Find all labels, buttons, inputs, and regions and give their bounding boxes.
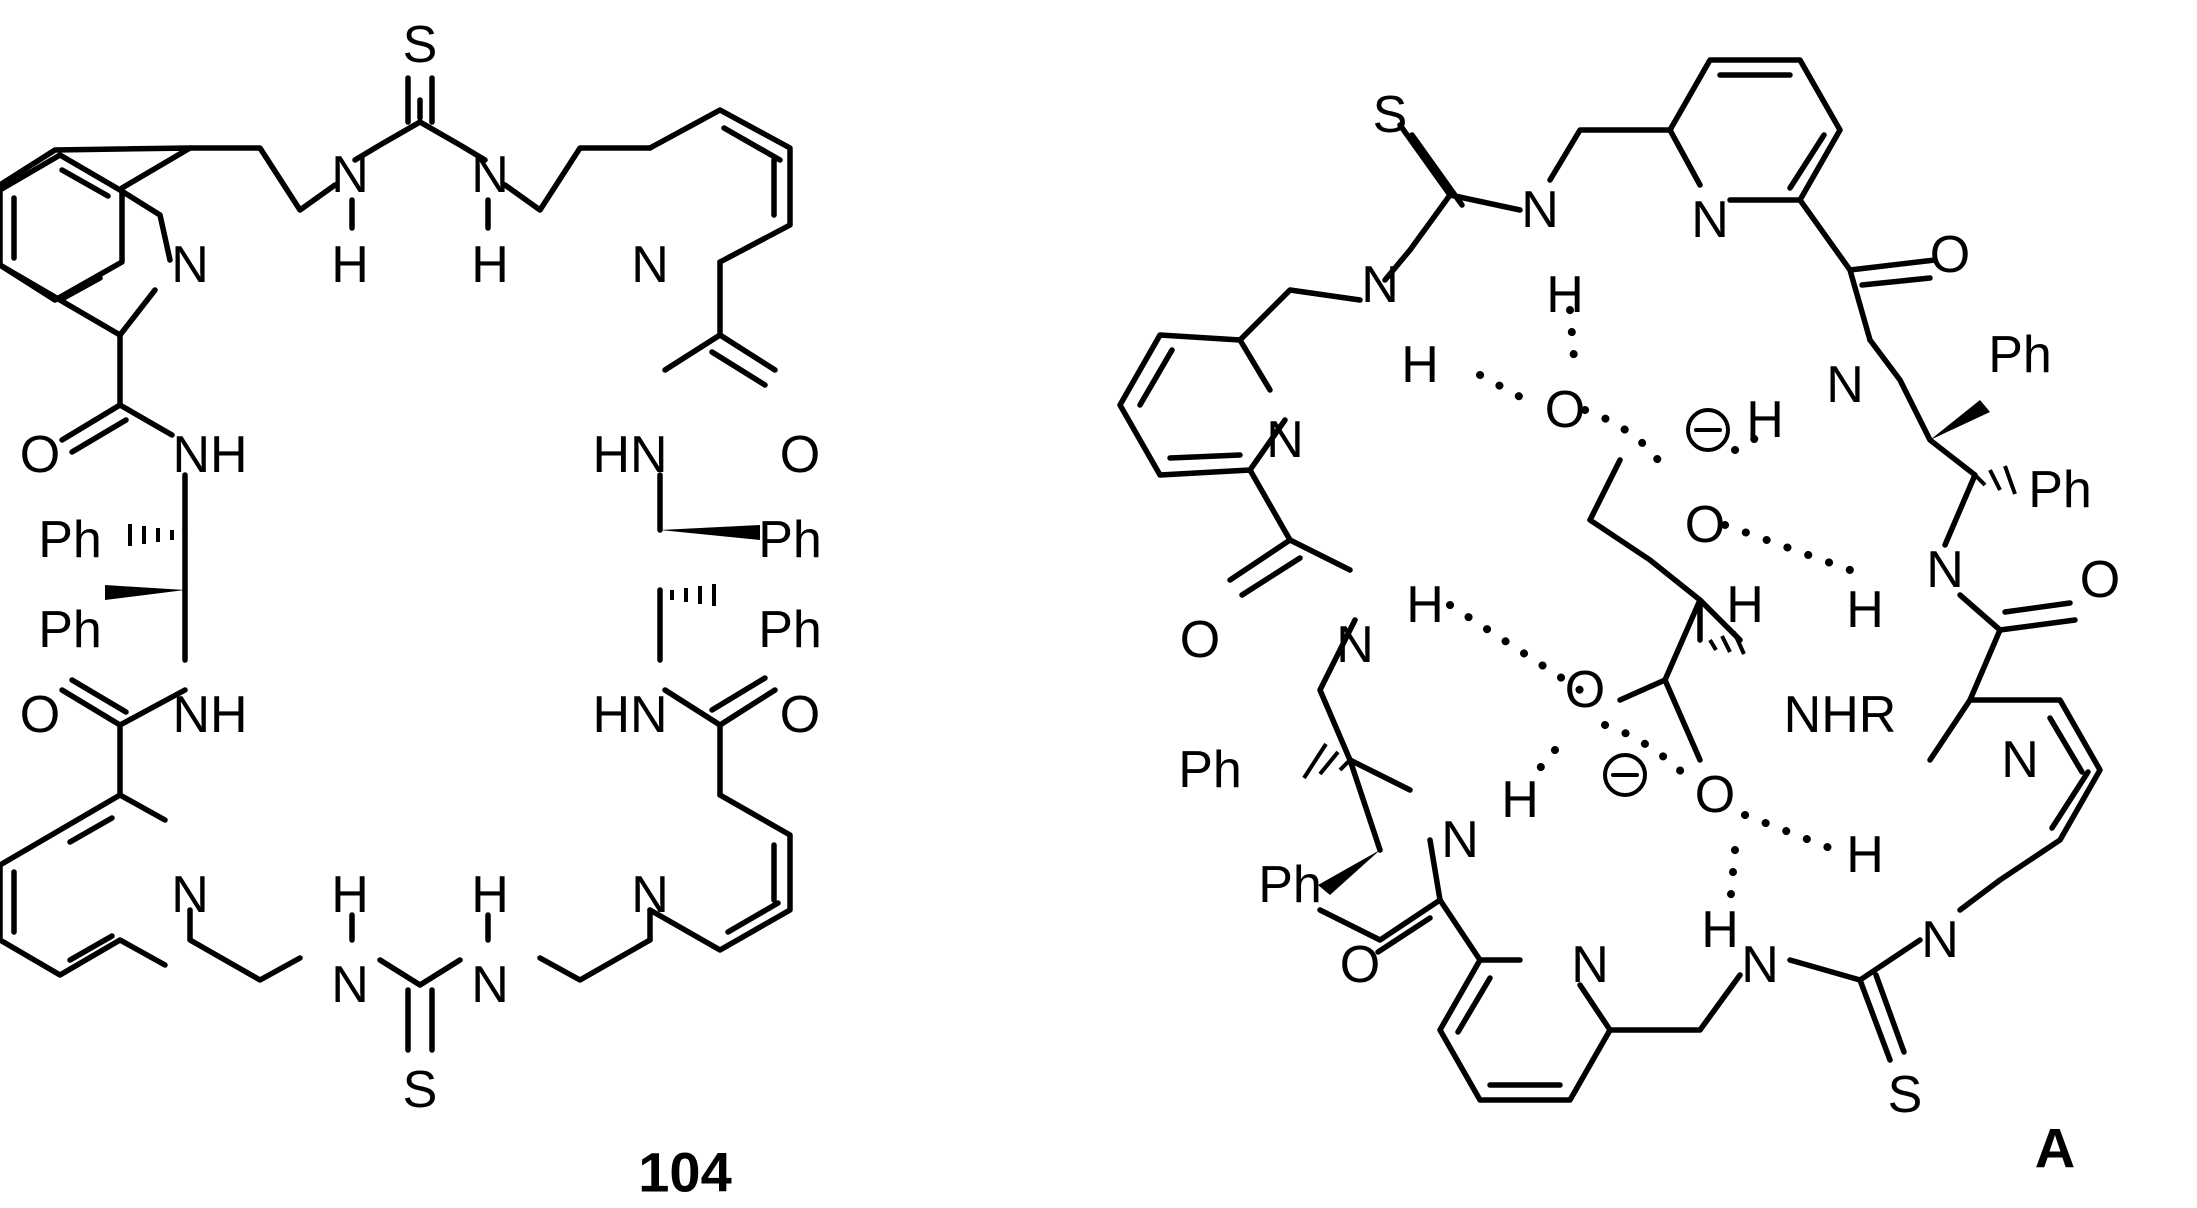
atom-Ph-A: Ph <box>1178 741 1242 799</box>
atom-NHR-A: NHR <box>1784 686 1897 744</box>
atom-H-A: H <box>1501 771 1539 829</box>
atom-S-top-104: S <box>403 16 438 74</box>
atom-N-pyridine-104: N <box>631 236 669 294</box>
atom-N-A: N <box>1441 811 1479 869</box>
atom-S-top-A: S <box>1373 86 1408 144</box>
atom-Ph-A: Ph <box>1988 326 2052 384</box>
atom-N-A: N <box>1921 911 1959 969</box>
atom-Ph-A: Ph <box>2028 461 2092 519</box>
atom-S-bottom-104: S <box>403 1061 438 1119</box>
atom-O-A: O <box>2080 551 2120 609</box>
atom-Ph-104: Ph <box>38 601 102 659</box>
atom-N-pyridine-A: N <box>2001 731 2039 789</box>
atom-O-104: O <box>20 686 60 744</box>
atom-H-A: H <box>1726 576 1764 634</box>
atom-H-A: H <box>1746 391 1784 449</box>
atom-O-A: O <box>1930 226 1970 284</box>
atom-Ph-104: Ph <box>38 511 102 569</box>
atom-Ph-104: Ph <box>758 601 822 659</box>
atom-N-104: N <box>331 146 369 204</box>
atom-O-A: O <box>1565 661 1605 719</box>
atom-N-pyridine-A: N <box>1266 411 1304 469</box>
atom-H-A: H <box>1846 581 1884 639</box>
atom-H-A: H <box>1406 576 1444 634</box>
atom-H-104: H <box>331 236 369 294</box>
compound-label-104: 104 <box>638 1141 731 1204</box>
atom-H-A: H <box>1846 826 1884 884</box>
atom-S-bottom-A: S <box>1888 1066 1923 1124</box>
atom-H-A: H <box>1701 901 1739 959</box>
atom-H-104: H <box>471 866 509 924</box>
compound-label-A: A <box>2035 1117 2075 1180</box>
atom-H-A: H <box>1546 266 1584 324</box>
molecule-104: S N N H H N N O O NH HN Ph Ph Ph Ph O O … <box>0 16 822 1204</box>
atom-N-104: N <box>471 146 509 204</box>
atom-O-A: O <box>1695 766 1735 824</box>
atom-O-A: O <box>1545 381 1585 439</box>
atom-N-A: N <box>1741 936 1779 994</box>
atom-N-104: N <box>471 956 509 1014</box>
atom-N-A: N <box>1826 356 1864 414</box>
atom-N-A: N <box>1926 541 1964 599</box>
atom-O-A: O <box>1180 611 1220 669</box>
molecule-A: S N N O N H Ph H N N O H Ph O N O H H H … <box>1117 57 2120 1180</box>
atom-HN-104: HN <box>592 686 667 744</box>
atom-NH-104: NH <box>172 686 247 744</box>
atom-NH-104: NH <box>172 426 247 484</box>
atom-N-pyridine-104: N <box>171 236 209 294</box>
atom-Ph-A: Ph <box>1258 856 1322 914</box>
atom-H-104: H <box>331 866 369 924</box>
atom-N-pyridine-A: N <box>1571 936 1609 994</box>
atom-N-A: N <box>1336 616 1374 674</box>
atom-O-104: O <box>780 426 820 484</box>
atom-N-pyridine-A: N <box>1691 191 1729 249</box>
atom-N-A: N <box>1521 181 1559 239</box>
atom-O-A: O <box>1340 936 1380 994</box>
atom-O-104: O <box>780 686 820 744</box>
atom-HN-104: HN <box>592 426 667 484</box>
atom-N-pyridine-104: N <box>631 866 669 924</box>
atom-O-A: O <box>1685 496 1725 554</box>
atom-N-104: N <box>331 956 369 1014</box>
atom-Ph-104: Ph <box>758 511 822 569</box>
atom-H-A: H <box>1401 336 1439 394</box>
atom-H-104: H <box>471 236 509 294</box>
atom-N-A: N <box>1361 256 1399 314</box>
atom-N-pyridine-104: N <box>171 866 209 924</box>
atom-O-104: O <box>20 426 60 484</box>
